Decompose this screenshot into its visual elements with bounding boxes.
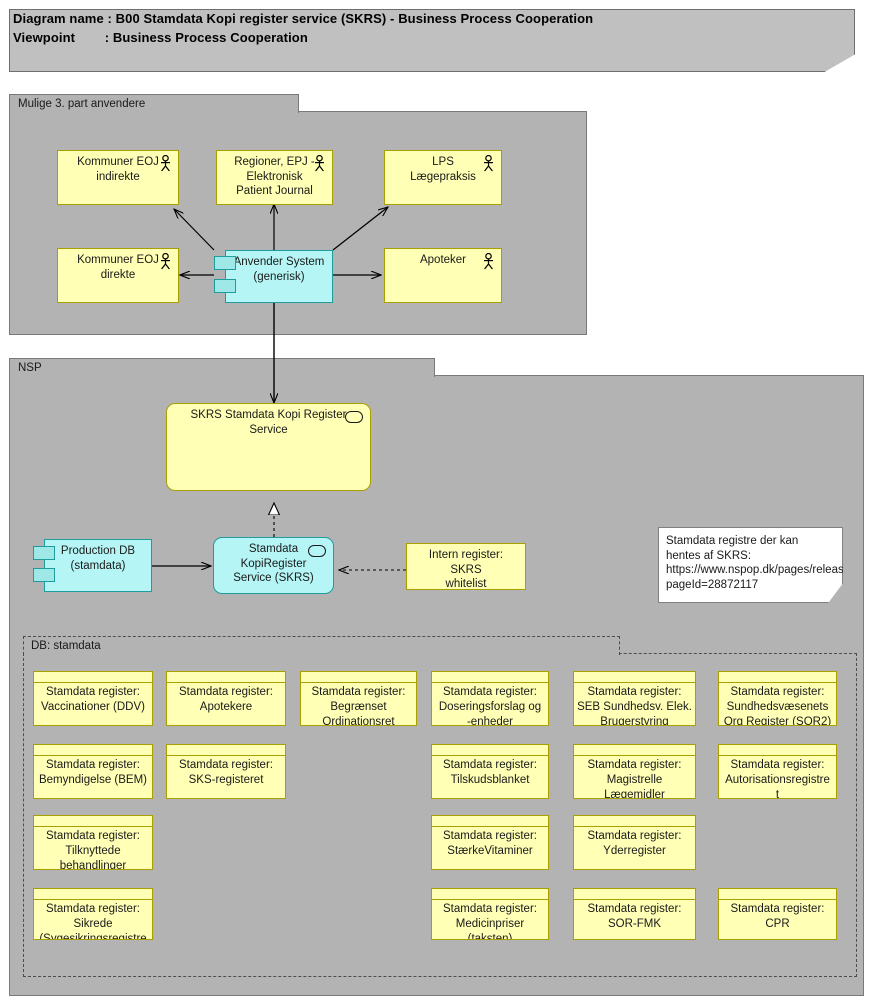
viewpoint-line: Viewpoint : Business Process Cooperation (13, 30, 308, 45)
service-oval-icon (308, 545, 326, 557)
register-box[interactable]: Stamdata register: Vaccinationer (DDV) (33, 671, 153, 726)
register-box-header-strip (432, 672, 548, 683)
node-lps-laegepraksis[interactable]: LPS Lægepraksis (384, 150, 502, 205)
node-kommuner-eoj-direkte[interactable]: Kommuner EOJ direkte (57, 248, 179, 303)
register-box-label: Stamdata register: Vaccinationer (DDV) (41, 686, 145, 713)
register-box-label: Stamdata register: Yderregister (587, 830, 682, 857)
actor-icon (315, 155, 324, 172)
register-box[interactable]: Stamdata register: Doseringsforslag og -… (431, 671, 549, 726)
actor-icon (484, 253, 493, 270)
actor-icon (484, 155, 493, 172)
register-box-label: Stamdata register: Tilknyttede behandlin… (46, 830, 140, 870)
component-icon-tab-top (33, 546, 55, 560)
register-box-label: Stamdata register: Begrænset Ordinations… (311, 686, 406, 726)
register-box[interactable]: Stamdata register: SEB Sundhedsv. Elek. … (573, 671, 696, 726)
register-box-header-strip (34, 889, 152, 900)
register-box-label: Stamdata register: SKS-registeret (179, 759, 273, 786)
register-box-header-strip (719, 672, 836, 683)
register-box[interactable]: Stamdata register: Magistrelle Lægemidle… (573, 744, 696, 799)
register-box-label: Stamdata register: CPR (730, 903, 825, 930)
component-icon-tab-top (214, 256, 236, 270)
register-box-header-strip (167, 672, 285, 683)
register-box[interactable]: Stamdata register: SKS-registeret (166, 744, 286, 799)
node-kommuner-eoj-indirekte[interactable]: Kommuner EOJ indirekte (57, 150, 179, 205)
register-box[interactable]: Stamdata register: CPR (718, 888, 837, 940)
register-box-header-strip (719, 745, 836, 756)
node-anvender-system[interactable]: Anvender System (generisk) (225, 250, 333, 303)
node-apoteker[interactable]: Apoteker (384, 248, 502, 303)
register-box-header-strip (34, 816, 152, 827)
diagram-title-banner (9, 9, 855, 72)
register-box-label: Stamdata register: Medicinpriser (takste… (443, 903, 537, 940)
register-box-header-strip (574, 889, 695, 900)
register-box[interactable]: Stamdata register: Autorisationsregistre… (718, 744, 837, 799)
register-box-header-strip (719, 889, 836, 900)
register-box[interactable]: Stamdata register: StærkeVitaminer (431, 815, 549, 870)
register-box-header-strip (432, 745, 548, 756)
register-box-header-strip (167, 745, 285, 756)
group-third-party-users-title: Mulige 3. part anvendere (9, 94, 299, 113)
register-box[interactable]: Stamdata register: Bemyndigelse (BEM) (33, 744, 153, 799)
register-box-label: Stamdata register: Apotekere (179, 686, 273, 713)
node-skrs-stamdata-kopi-register-service[interactable]: SKRS Stamdata Kopi Register Service (166, 403, 371, 491)
group-nsp-title: NSP (9, 358, 435, 377)
register-box[interactable]: Stamdata register: Sundhedsvæsenets Org … (718, 671, 837, 726)
component-icon-tab-bottom (33, 568, 55, 582)
register-box-label: Stamdata register: SEB Sundhedsv. Elek. … (577, 686, 692, 726)
register-box-header-strip (432, 889, 548, 900)
register-box-header-strip (574, 745, 695, 756)
register-box-header-strip (574, 816, 695, 827)
register-box-header-strip (432, 816, 548, 827)
actor-icon (161, 155, 170, 172)
actor-icon (161, 253, 170, 270)
register-box-label: Stamdata register: Sikrede (Sygesikrings… (39, 903, 147, 940)
register-box-label: Stamdata register: SOR-FMK (587, 903, 682, 930)
register-box-header-strip (34, 672, 152, 683)
diagram-name-line: Diagram name : B00 Stamdata Kopi registe… (13, 11, 594, 26)
note-text: Stamdata registre der kan hentes af SKRS… (666, 535, 873, 591)
group-db-stamdata-title: DB: stamdata (23, 636, 620, 655)
register-box-label: Stamdata register: Sundhedsvæsenets Org … (723, 686, 832, 726)
register-box[interactable]: Stamdata register: Apotekere (166, 671, 286, 726)
note-stamdata-registre-url: Stamdata registre der kan hentes af SKRS… (658, 527, 843, 603)
service-oval-icon (345, 411, 363, 423)
node-stamdata-kopiregister-service[interactable]: Stamdata KopiRegister Service (SKRS) (213, 537, 334, 594)
register-box-label: Stamdata register: Doseringsforslag og -… (438, 686, 542, 726)
node-intern-register-skrs-whitelist[interactable]: Intern register: SKRS whitelist (406, 543, 526, 590)
register-box[interactable]: Stamdata register: Begrænset Ordinations… (300, 671, 417, 726)
register-box-label: Stamdata register: Tilskudsblanket (443, 759, 537, 786)
node-regioner-epj[interactable]: Regioner, EPJ - Elektronisk Patient Jour… (216, 150, 333, 205)
register-box-label: Stamdata register: StærkeVitaminer (443, 830, 537, 857)
register-box-label: Stamdata register: Magistrelle Lægemidle… (587, 759, 682, 799)
component-icon-tab-bottom (214, 279, 236, 293)
node-production-db[interactable]: Production DB (stamdata) (44, 539, 152, 592)
register-box[interactable]: Stamdata register: Sikrede (Sygesikrings… (33, 888, 153, 940)
register-box[interactable]: Stamdata register: Medicinpriser (takste… (431, 888, 549, 940)
register-box-label: Stamdata register: Bemyndigelse (BEM) (38, 759, 147, 786)
register-box[interactable]: Stamdata register: Yderregister (573, 815, 696, 870)
register-box[interactable]: Stamdata register: Tilskudsblanket (431, 744, 549, 799)
register-box-header-strip (574, 672, 695, 683)
register-box[interactable]: Stamdata register: Tilknyttede behandlin… (33, 815, 153, 870)
register-box[interactable]: Stamdata register: SOR-FMK (573, 888, 696, 940)
register-box-label: Stamdata register: Autorisationsregistre… (725, 759, 830, 799)
register-box-header-strip (34, 745, 152, 756)
register-box-header-strip (301, 672, 416, 683)
